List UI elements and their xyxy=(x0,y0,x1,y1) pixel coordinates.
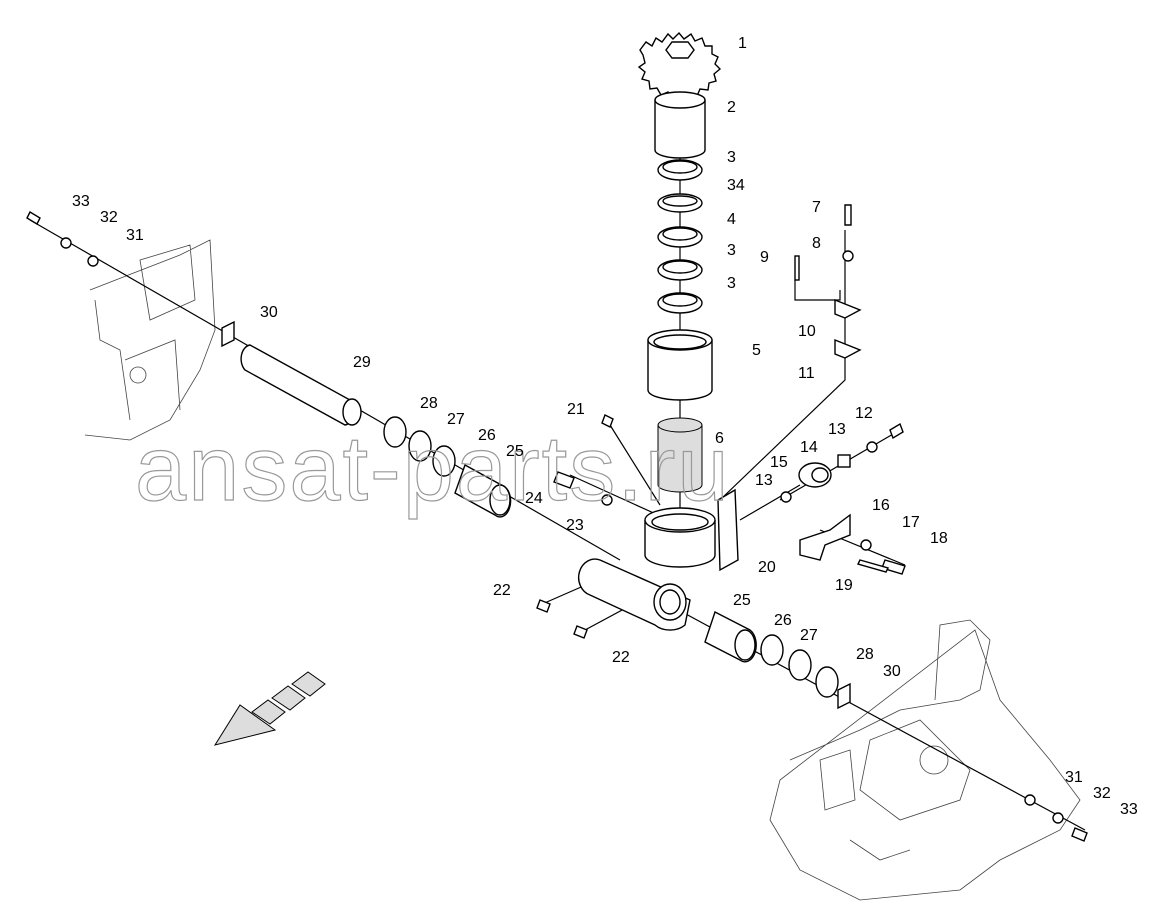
callout-10: 10 xyxy=(798,323,816,340)
frame-left-outline xyxy=(84,239,216,441)
callout-8: 8 xyxy=(812,235,821,252)
callout-30: 30 xyxy=(883,663,901,680)
callout-18: 18 xyxy=(930,530,948,547)
callout-27: 27 xyxy=(800,627,818,644)
callout-25: 25 xyxy=(733,592,751,609)
callout-31: 31 xyxy=(126,227,144,244)
bushing-part-2 xyxy=(654,91,706,159)
callout-32: 32 xyxy=(1093,785,1111,802)
callout-24: 24 xyxy=(525,490,543,507)
right-side-parts xyxy=(704,204,1088,842)
callout-33: 33 xyxy=(72,193,90,210)
housing-part-5 xyxy=(647,329,713,401)
body-part-20 xyxy=(577,488,739,631)
frame-right-outline xyxy=(769,619,1081,901)
callout-9: 9 xyxy=(760,249,769,266)
callout-13: 13 xyxy=(828,421,846,438)
callout-30: 30 xyxy=(260,304,278,321)
callout-26: 26 xyxy=(478,427,496,444)
callout-28: 28 xyxy=(856,646,874,663)
callout-19: 19 xyxy=(835,577,853,594)
callout-23: 23 xyxy=(566,517,584,534)
callout-22: 22 xyxy=(612,649,630,666)
callout-32: 32 xyxy=(100,209,118,226)
rings-3-34-4 xyxy=(657,159,703,314)
callout-17: 17 xyxy=(902,514,920,531)
callout-28: 28 xyxy=(420,395,438,412)
callout-15: 15 xyxy=(770,454,788,471)
callout-11: 11 xyxy=(798,365,815,382)
callout-2: 2 xyxy=(727,99,736,116)
callout-7: 7 xyxy=(812,199,821,216)
callout-1: 1 xyxy=(738,35,747,52)
callout-20: 20 xyxy=(758,559,776,576)
callout-labels: 1 2 3 34 4 3 3 5 6 7 8 9 10 11 12 13 14 … xyxy=(72,35,1138,818)
callout-16: 16 xyxy=(872,497,890,514)
callout-33: 33 xyxy=(1120,801,1138,818)
callout-6: 6 xyxy=(715,430,724,447)
callout-25: 25 xyxy=(506,443,524,460)
callout-27: 27 xyxy=(447,411,465,428)
direction-arrow-icon xyxy=(213,671,326,746)
callout-31: 31 xyxy=(1065,769,1083,786)
callout-5: 5 xyxy=(752,342,761,359)
callout-34: 34 xyxy=(727,177,745,194)
callout-3: 3 xyxy=(727,242,736,259)
callout-13: 13 xyxy=(755,472,773,489)
callout-14: 14 xyxy=(800,439,818,456)
callout-3: 3 xyxy=(727,149,736,166)
watermark: ansat-parts.ru xyxy=(135,418,731,520)
filter-part-6 xyxy=(657,417,703,493)
callout-12: 12 xyxy=(855,405,873,422)
callout-3: 3 xyxy=(727,275,736,292)
gear-part-1 xyxy=(637,31,722,99)
callout-21: 21 xyxy=(567,401,585,418)
callout-4: 4 xyxy=(727,211,736,228)
left-shaft-parts xyxy=(26,211,614,639)
callout-22: 22 xyxy=(493,582,511,599)
callout-29: 29 xyxy=(353,354,371,371)
callout-26: 26 xyxy=(774,612,792,629)
